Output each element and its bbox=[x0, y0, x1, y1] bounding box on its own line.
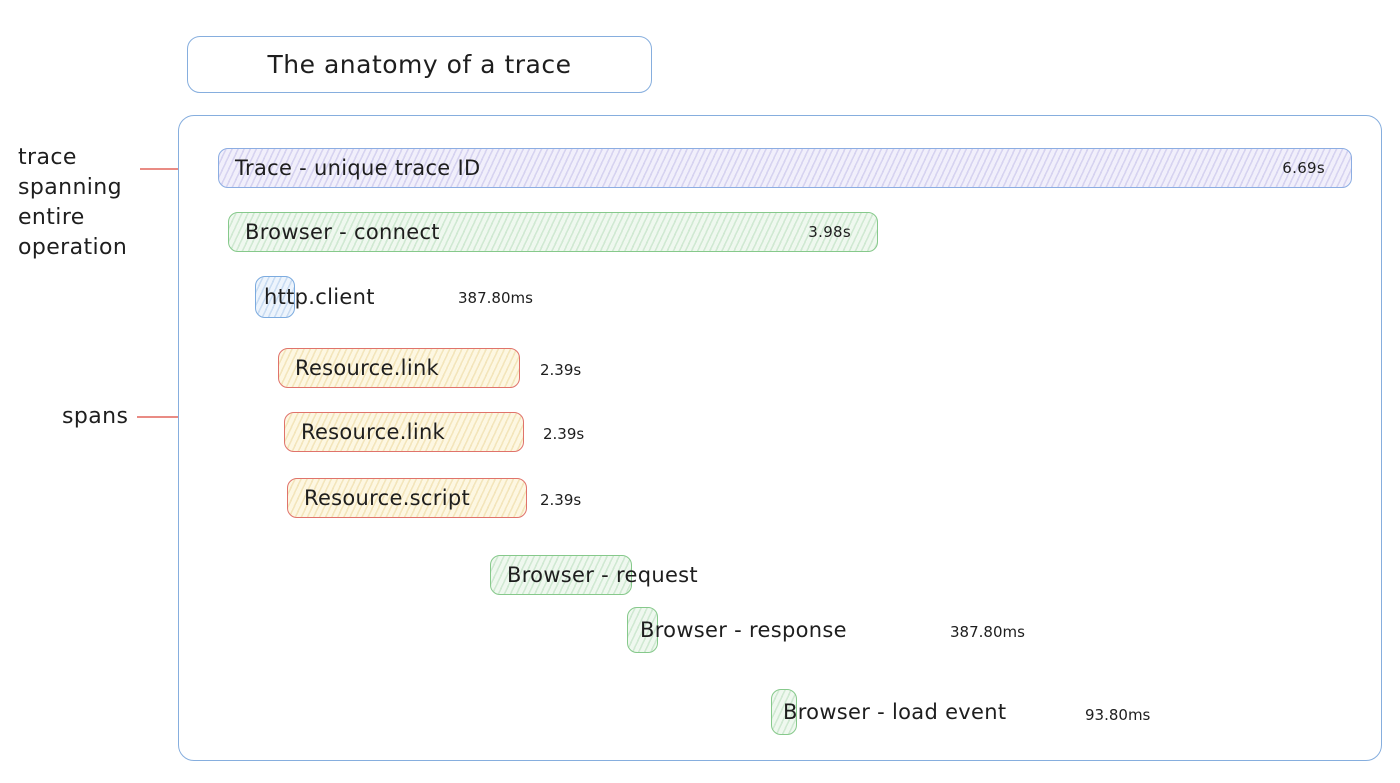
span-bar-resource-link-2: Resource.link bbox=[284, 412, 524, 452]
span-bar-http-client bbox=[255, 276, 295, 318]
trace-bar-duration: 6.69s bbox=[1282, 159, 1325, 177]
span-label-http-client: http.client bbox=[264, 285, 375, 309]
span-label-resource-script: Resource.script bbox=[304, 486, 470, 510]
span-bar-resource-script: Resource.script bbox=[287, 478, 527, 518]
span-duration-resource-script: 2.39s bbox=[540, 491, 582, 509]
span-duration-http-client: 387.80ms bbox=[458, 289, 533, 307]
span-duration-browser-load-event: 93.80ms bbox=[1085, 706, 1151, 724]
trace-pointer-line bbox=[140, 168, 204, 170]
span-duration-resource-link-1: 2.39s bbox=[540, 361, 582, 379]
annotation-trace-spanning: trace spanning entire operation bbox=[18, 145, 128, 260]
diagram-title-box: The anatomy of a trace bbox=[187, 36, 652, 93]
span-label-browser-connect: Browser - connect bbox=[245, 220, 440, 244]
diagram-title: The anatomy of a trace bbox=[267, 50, 572, 79]
trace-bar: Trace - unique trace ID 6.69s bbox=[218, 148, 1352, 188]
spans-pointer-line bbox=[137, 416, 209, 418]
span-duration-browser-connect: 3.98s bbox=[808, 223, 851, 241]
span-label-browser-response: Browser - response bbox=[640, 618, 847, 642]
span-bar-browser-load-event bbox=[771, 689, 797, 735]
trace-bar-label: Trace - unique trace ID bbox=[235, 156, 481, 180]
span-duration-browser-response: 387.80ms bbox=[950, 623, 1025, 641]
span-label-resource-link-1: Resource.link bbox=[295, 356, 440, 380]
annotation-spans: spans bbox=[62, 404, 129, 429]
span-bar-browser-response bbox=[627, 607, 658, 653]
span-bar-resource-link-1: Resource.link bbox=[278, 348, 520, 388]
span-label-resource-link-2: Resource.link bbox=[301, 420, 446, 444]
span-duration-resource-link-2: 2.39s bbox=[543, 425, 585, 443]
span-bar-browser-connect: Browser - connect 3.98s bbox=[228, 212, 878, 252]
span-label-browser-request: Browser - request bbox=[507, 563, 698, 587]
span-bar-browser-request bbox=[490, 555, 632, 595]
span-label-browser-load-event: Browser - load event bbox=[783, 700, 1007, 724]
